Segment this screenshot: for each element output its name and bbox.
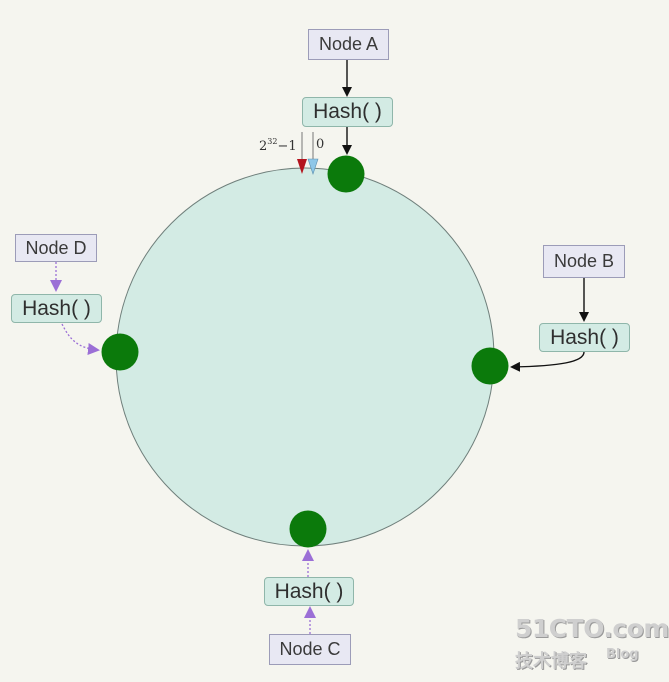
ring-max-exp: 32 [267,137,278,146]
node-b-box: Node B [543,245,625,278]
node-b-dot [471,347,509,385]
node-a-dot [327,155,365,193]
diagram-canvas [50,60,589,634]
consistent-hash-diagram: 232−1 0 Node A Hash( ) Node B Hash( ) No… [11,29,669,672]
ring-max-label: 232−1 [259,137,297,154]
watermark-cn: 技术博客 [515,651,587,672]
node-c-box: Node C [269,634,351,665]
arrow-hash-d-to-ring [61,323,100,355]
ring-zero-label: 0 [316,137,325,152]
hash-c-box: Hash( ) [264,577,354,606]
arrow-hash-b-to-ring [510,351,585,372]
watermark-blog: Blog [606,647,639,662]
ring-max-base: 2 [259,139,268,154]
hash-ring [115,167,495,547]
node-d-box: Node D [15,234,97,262]
hash-d-box: Hash( ) [11,294,102,323]
hash-a-box: Hash( ) [302,97,393,127]
node-c-dot [289,510,327,548]
ring-max-marker-icon [297,159,307,174]
node-d-dot [101,333,139,371]
node-a-box: Node A [308,29,389,60]
ring-zero-marker-icon [307,158,319,175]
ring-max-suffix: −1 [277,139,297,154]
hash-b-box: Hash( ) [539,323,630,352]
watermark-site: 51CTO.com [515,614,669,643]
